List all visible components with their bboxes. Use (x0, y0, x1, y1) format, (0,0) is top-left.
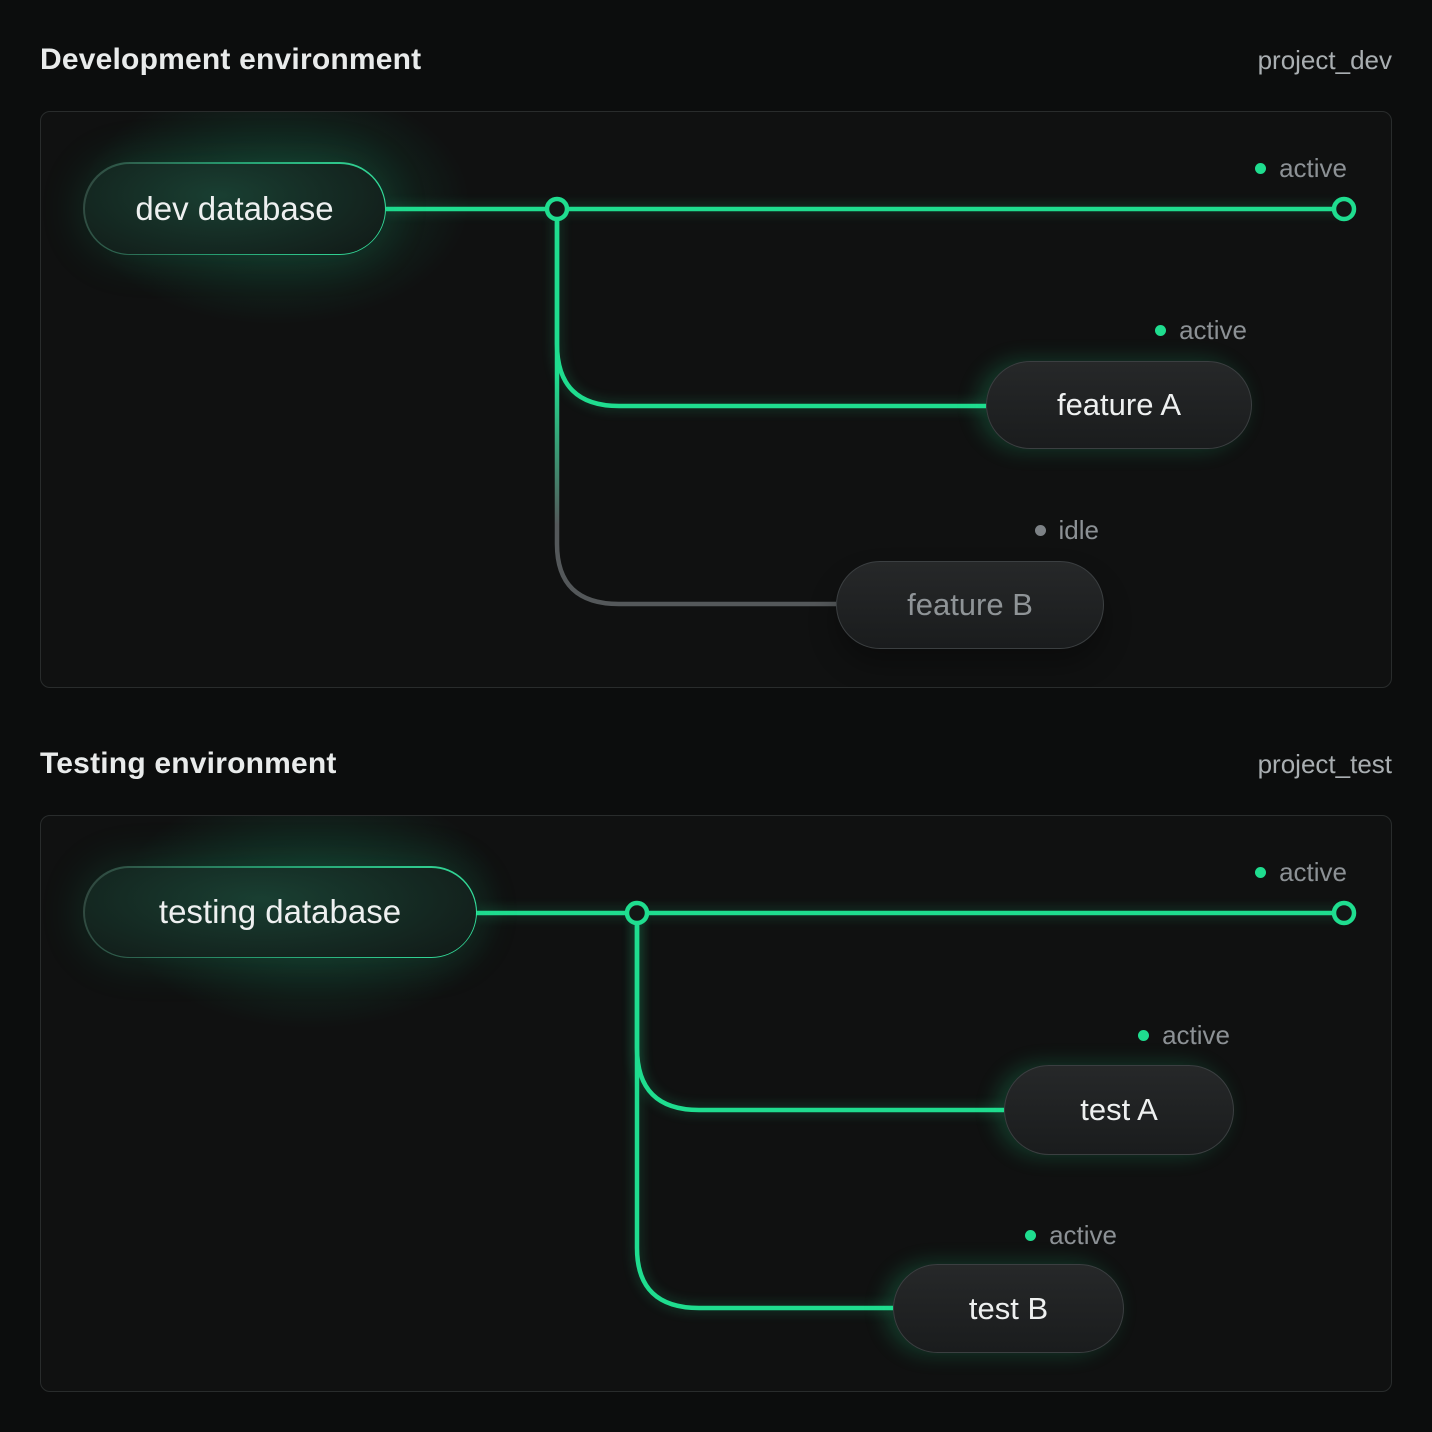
test-branch-diagram-panel: testing database active active test A ac… (40, 815, 1392, 1392)
main-branch-status: active (1255, 857, 1347, 887)
test-b-node[interactable]: test B (893, 1264, 1124, 1353)
test-branch-wires (476, 900, 1357, 1311)
dev-env-header: Development environment project_dev (40, 0, 1392, 78)
feature-b-branch-line (554, 209, 836, 607)
test-a-label: test A (1080, 1092, 1158, 1127)
dev-env-title: Development environment (40, 43, 422, 76)
active-status-dot (1155, 324, 1167, 336)
feature-a-status: active (1155, 315, 1247, 345)
dev-database-node[interactable]: dev database (83, 162, 386, 255)
test-a-branch-line (634, 913, 1004, 1113)
feature-b-label: feature B (907, 587, 1033, 622)
main-branch-endpoint-node (1331, 900, 1357, 926)
test-env-header: Testing environment project_test (40, 746, 1392, 782)
test-a-node[interactable]: test A (1004, 1065, 1234, 1155)
test-b-label: test B (968, 1290, 1049, 1326)
feature-a-label: feature A (1056, 387, 1182, 422)
branch-junction-node (544, 196, 570, 222)
dev-branch-wires (386, 196, 1357, 607)
test-env-title: Testing environment (40, 747, 337, 780)
testing-database-label: testing database (84, 867, 476, 957)
testing-database-node[interactable]: testing database (83, 866, 477, 958)
dev-project-name: project_dev (1257, 45, 1392, 75)
feature-b-status: idle (1034, 515, 1099, 545)
status-label: active (1279, 153, 1347, 183)
active-status-dot (1255, 866, 1267, 878)
main-branch-status: active (1255, 153, 1347, 183)
status-label: active (1279, 857, 1347, 887)
main-branch-endpoint-node (1331, 196, 1357, 222)
branch-junction-node (624, 900, 650, 926)
dev-branch-diagram-panel: dev database active active feature A idl… (40, 111, 1392, 688)
dev-database-label: dev database (84, 163, 385, 254)
idle-status-dot (1034, 524, 1046, 536)
test-b-branch-line (634, 913, 893, 1311)
test-b-status: active (1025, 1220, 1117, 1250)
status-label: active (1179, 315, 1247, 345)
status-label: active (1049, 1220, 1117, 1250)
active-status-dot (1138, 1029, 1150, 1041)
status-label: idle (1058, 515, 1099, 545)
test-project-name: project_test (1257, 749, 1392, 779)
status-label: active (1162, 1020, 1230, 1050)
active-status-dot (1255, 162, 1267, 174)
feature-b-node[interactable]: feature B (836, 561, 1104, 649)
feature-a-node[interactable]: feature A (986, 361, 1252, 449)
active-status-dot (1025, 1229, 1037, 1241)
feature-a-branch-line (554, 209, 986, 409)
test-a-status: active (1138, 1020, 1230, 1050)
